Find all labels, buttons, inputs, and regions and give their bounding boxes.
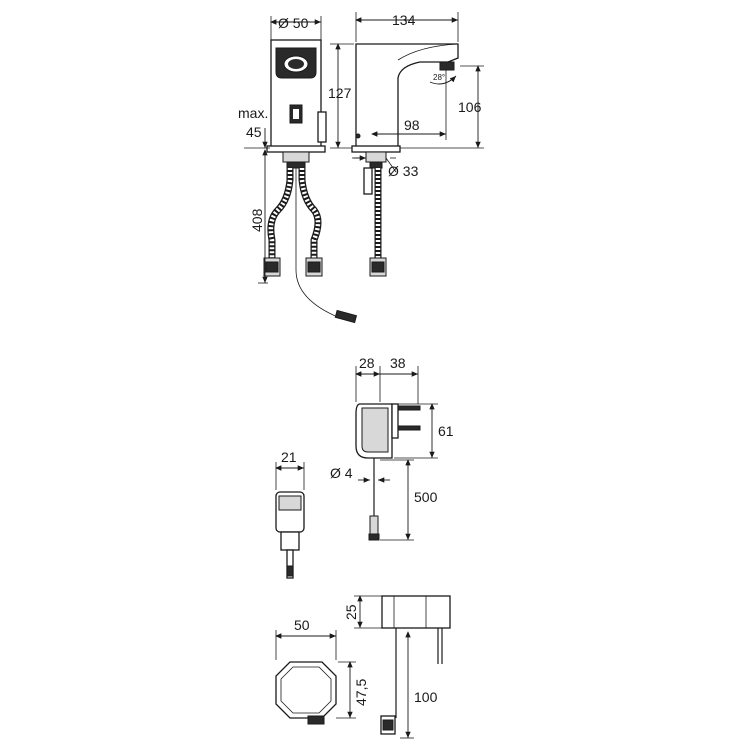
faucet-side-body <box>355 43 459 149</box>
dim-base-diameter: Ø 33 <box>388 163 419 179</box>
dim-faucet-width: 134 <box>392 12 416 28</box>
dim-adapter-plug: 38 <box>390 355 406 371</box>
dim-spout-reach: 98 <box>404 117 420 133</box>
dim-faucet-diameter: Ø 50 <box>278 15 309 31</box>
dim-adapter-height: 61 <box>438 423 454 439</box>
dim-hose-length: 408 <box>249 208 265 232</box>
dim-box-width: 50 <box>294 617 310 633</box>
mixing-lever <box>317 111 327 143</box>
dim-cable-diameter: Ø 4 <box>330 465 353 481</box>
power-adapter-side-view <box>355 403 421 541</box>
dim-spout-angle: 28° <box>433 73 445 82</box>
dim-spout-height: 106 <box>458 99 482 115</box>
faucet-front-view <box>263 39 358 324</box>
dim-box-height: 47,5 <box>353 679 369 706</box>
dim-box-depth: 25 <box>343 604 359 620</box>
power-adapter-front-view <box>275 491 305 579</box>
dim-cable-length: 500 <box>414 489 438 505</box>
dim-box-cable: 100 <box>414 689 438 705</box>
junction-box-front-view <box>275 661 337 725</box>
dim-adapter-depth: 28 <box>359 355 375 371</box>
dim-faucet-height: 127 <box>328 85 352 101</box>
junction-box-side-view <box>380 595 451 735</box>
dim-adapter-width: 21 <box>281 449 297 465</box>
faucet-side-view <box>351 43 459 277</box>
dim-max-label: max. <box>238 105 268 121</box>
dim-max-value: 45 <box>246 124 262 140</box>
